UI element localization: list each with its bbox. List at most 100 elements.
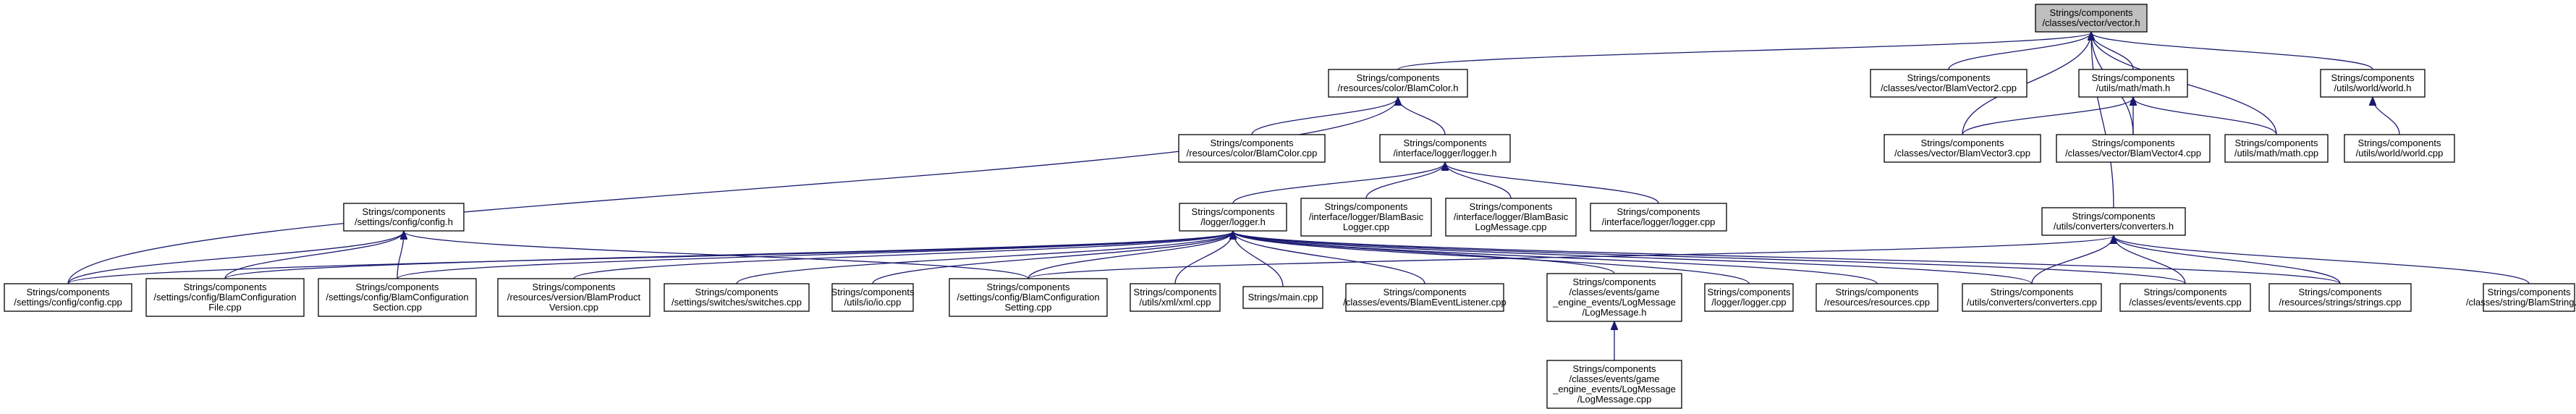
node-label-line: Strings/components	[2299, 287, 2382, 297]
edge-blamcolor_h-to-vector_h	[1397, 33, 2091, 70]
node-box	[318, 278, 477, 317]
node-label-line: Strings/components	[1921, 138, 2004, 148]
node-xml_cpp[interactable]: Strings/components/utils/xml/xml.cpp	[1130, 283, 1221, 312]
edge-converters_h-to-vector_h	[2091, 33, 2114, 208]
node-box	[1242, 286, 1323, 309]
node-blamcolor_cpp[interactable]: Strings/components/resources/color/BlamC…	[1178, 134, 1326, 163]
edge-world_cpp-to-world_h	[2373, 98, 2400, 135]
node-blambasiclogger_cpp[interactable]: Strings/components/interface/logger/Blam…	[1300, 198, 1432, 237]
node-io_cpp[interactable]: Strings/components/utils/io/io.cpp	[831, 283, 915, 312]
node-label-line: /settings/config/BlamConfiguration	[153, 292, 296, 303]
node-label-line: /resources/version/BlamProduct	[507, 292, 641, 303]
edge-interface_logger_cpp-to-logger_h_interface	[1445, 163, 1659, 204]
node-world_cpp[interactable]: Strings/components/utils/world/world.cpp	[2344, 134, 2455, 163]
node-blamconfigurationsetting_cpp[interactable]: Strings/components/settings/config/BlamC…	[949, 278, 1108, 317]
file-nodes: Strings/components/classes/vector/vector…	[4, 4, 2576, 409]
node-label-line: _engine_events/LogMessage	[1552, 297, 1676, 308]
edge-strings_cpp-to-converters_h	[2114, 236, 2341, 284]
node-label-line: Strings/components	[1134, 287, 1217, 297]
node-label-line: /settings/config/BlamConfiguration	[957, 292, 1099, 303]
node-label-line: _engine_events/LogMessage	[1552, 384, 1676, 394]
node-config_h[interactable]: Strings/components/settings/config/confi…	[343, 203, 465, 232]
node-blamcolor_h[interactable]: Strings/components/resources/color/BlamC…	[1328, 69, 1468, 98]
node-label-line: /resources/strings/strings.cpp	[2279, 297, 2401, 308]
node-label-line: File.cpp	[208, 302, 242, 313]
node-label-line: /interface/logger/logger.cpp	[1602, 216, 1716, 227]
node-converters_h[interactable]: Strings/components/utils/converters/conv…	[2041, 207, 2186, 236]
edge-blamconfigurationsection_cpp-to-config_h	[397, 232, 404, 279]
node-blamproductversion_cpp[interactable]: Strings/components/resources/version/Bla…	[497, 278, 651, 317]
node-blamvector2_cpp[interactable]: Strings/components/classes/vector/BlamVe…	[1870, 69, 2028, 98]
edge-blameventlistener_cpp-to-logger_h	[1233, 232, 1425, 284]
node-box	[1962, 283, 2102, 312]
edge-logger_h-to-logger_h_interface	[1232, 163, 1445, 204]
node-converters_cpp[interactable]: Strings/components/utils/converters/conv…	[1962, 283, 2102, 312]
node-box	[2483, 283, 2575, 312]
node-world_h[interactable]: Strings/components/utils/world/world.h	[2320, 69, 2425, 98]
edge-blamconfigurationfile_cpp-to-config_h	[224, 232, 404, 279]
node-box	[1445, 198, 1577, 237]
node-logmessage_cpp[interactable]: Strings/components/classes/events/game_e…	[1546, 360, 1682, 409]
node-blamvector3_cpp[interactable]: Strings/components/classes/vector/BlamVe…	[1884, 134, 2041, 163]
node-logmessage_h[interactable]: Strings/components/classes/events/game_e…	[1546, 273, 1682, 322]
node-box	[831, 283, 914, 312]
node-blambasiclogmessage_cpp[interactable]: Strings/components/interface/logger/Blam…	[1445, 198, 1577, 237]
edge-blamconfigurationsetting_cpp-to-logger_h	[1028, 232, 1233, 279]
node-label-line: Strings/components	[831, 287, 915, 297]
node-label-line: /classes/string/BlamString.cpp	[2466, 297, 2576, 308]
node-label-line: /logger/logger.h	[1200, 216, 1266, 227]
edge-blamproductversion_cpp-to-logger_h	[573, 232, 1233, 279]
edge-config_cpp-to-config_h	[67, 232, 404, 284]
node-logger_cpp[interactable]: Strings/components/logger/logger.cpp	[1704, 283, 1794, 312]
node-switches_cpp[interactable]: Strings/components/settings/switches/swi…	[664, 283, 810, 312]
node-resources_cpp[interactable]: Strings/components/resources/resources.c…	[1816, 283, 1939, 312]
node-blameventlistener_cpp[interactable]: Strings/components/classes/events/BlamEv…	[1343, 283, 1507, 312]
node-math_h[interactable]: Strings/components/utils/math/math.h	[2078, 69, 2188, 98]
node-label-line: /utils/io/io.cpp	[844, 297, 902, 308]
node-box	[1345, 283, 1504, 312]
node-blamconfigurationsection_cpp[interactable]: Strings/components/settings/config/BlamC…	[318, 278, 477, 317]
edge-blamvector2_cpp-to-vector_h	[1948, 33, 2091, 70]
node-label-line: Strings/components	[1211, 138, 1294, 148]
node-label-line: Strings/components	[2358, 138, 2441, 148]
node-label-line: Strings/components	[2235, 138, 2318, 148]
node-label-line: /interface/logger/BlamBasic	[1454, 211, 1569, 222]
node-blamconfigurationfile_cpp[interactable]: Strings/components/settings/config/BlamC…	[145, 278, 305, 317]
node-label-line: /LogMessage.h	[1583, 307, 1647, 318]
node-config_cpp[interactable]: Strings/components/settings/config/confi…	[4, 283, 132, 312]
node-box	[1870, 69, 2028, 98]
node-logger_h_interface[interactable]: Strings/components/interface/logger/logg…	[1379, 134, 1511, 163]
node-strings_cpp[interactable]: Strings/components/resources/strings/str…	[2268, 283, 2412, 312]
node-label-line: /resources/resources.cpp	[1824, 297, 1930, 308]
edge-switches_cpp-to-logger_h	[736, 232, 1233, 284]
node-events_cpp[interactable]: Strings/components/classes/events/events…	[2119, 283, 2251, 312]
node-label-line: /utils/world/world.cpp	[2356, 148, 2444, 159]
node-label-line: /utils/xml/xml.cpp	[1140, 297, 1211, 308]
node-interface_logger_cpp[interactable]: Strings/components/interface/logger/logg…	[1590, 203, 1727, 232]
edge-config_cpp-to-blamcolor_h	[67, 98, 1398, 284]
node-label-line: Strings/components	[2092, 72, 2175, 83]
node-label-line: /classes/vector/BlamVector2.cpp	[1881, 83, 2017, 93]
node-blamvector4_cpp[interactable]: Strings/components/classes/vector/BlamVe…	[2056, 134, 2211, 163]
node-math_cpp[interactable]: Strings/components/utils/math/math.cpp	[2224, 134, 2329, 163]
node-vector_h: Strings/components/classes/vector/vector…	[2035, 4, 2148, 33]
node-main_cpp[interactable]: Strings/main.cpp	[1242, 286, 1323, 309]
node-box	[1300, 198, 1432, 237]
edge-blambasiclogmessage_cpp-to-logger_h_interface	[1445, 163, 1512, 199]
node-blamstring_cpp[interactable]: Strings/components/classes/string/BlamSt…	[2466, 283, 2576, 312]
node-label-line: Strings/components	[1617, 206, 1700, 217]
node-label-line: Section.cpp	[373, 302, 422, 313]
node-label-line: Strings/components	[1325, 201, 1408, 212]
node-box	[2041, 207, 2186, 236]
node-box	[4, 283, 132, 312]
node-box	[2056, 134, 2211, 163]
node-label-line: /classes/vector/vector.h	[2042, 17, 2140, 28]
node-label-line: Strings/components	[356, 282, 439, 292]
node-box	[2268, 283, 2412, 312]
node-logger_h[interactable]: Strings/components/logger/logger.h	[1179, 203, 1287, 232]
edge-converters_cpp-to-converters_h	[2031, 236, 2114, 284]
edge-converters_cpp-to-logger_h	[1233, 232, 2033, 284]
node-label-line: /utils/world/world.h	[2334, 83, 2412, 93]
node-label-line: Strings/components	[363, 206, 446, 217]
node-label-line: Strings/components	[2050, 7, 2133, 18]
